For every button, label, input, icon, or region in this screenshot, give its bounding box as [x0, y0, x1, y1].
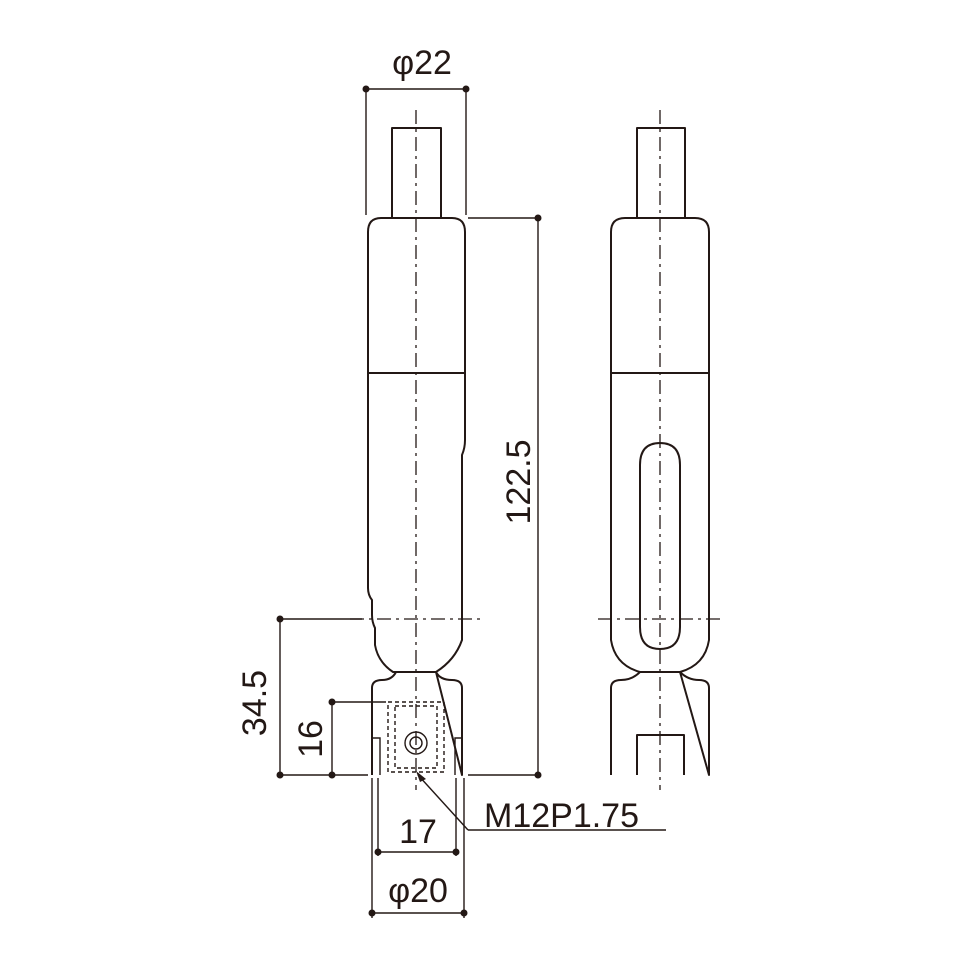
- top-diameter-label: φ22: [392, 44, 452, 82]
- side-slot: [639, 442, 681, 650]
- side-view: [598, 110, 724, 790]
- front-lower-body: [367, 373, 466, 673]
- front-fork-step: [372, 737, 462, 775]
- dimension-bottom-diameter: φ20: [368, 778, 468, 918]
- dimension-slot-width: 17: [374, 778, 460, 856]
- front-bottom-fork: [371, 671, 463, 776]
- bottom-diameter-label: φ20: [388, 872, 448, 910]
- overall-length-label: 122.5: [500, 439, 538, 524]
- lower-offset-label: 16: [292, 720, 330, 758]
- side-upper-body: [610, 217, 710, 374]
- front-view: [350, 110, 485, 790]
- front-top-shaft: [391, 127, 442, 218]
- dimension-upper-offset: 34.5: [236, 615, 368, 779]
- front-upper-body: [367, 217, 466, 374]
- thread-spec-label: M12P1.75: [484, 797, 639, 835]
- slot-width-label: 17: [399, 813, 437, 851]
- side-top-shaft: [636, 127, 686, 218]
- upper-offset-label: 34.5: [236, 670, 274, 736]
- side-bottom-block: [610, 671, 710, 776]
- thread-callout: M12P1.75: [416, 771, 666, 835]
- dimension-overall-length: 122.5: [468, 214, 542, 779]
- dimension-lower-offset: 16: [292, 698, 386, 779]
- dimension-top-diameter: φ22: [362, 44, 470, 215]
